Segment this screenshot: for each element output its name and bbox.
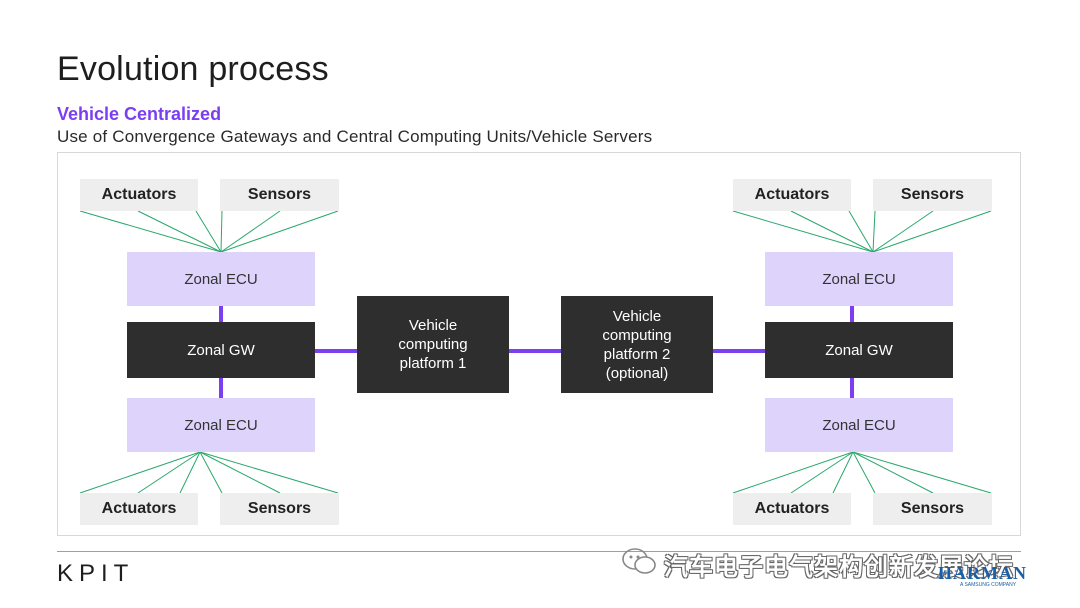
left-zonal-ecu-top: Zonal ECU — [127, 252, 315, 306]
right-top-wires — [732, 210, 992, 253]
left-zonal-gw: Zonal GW — [127, 322, 315, 378]
left-zonal-ecu-bottom: Zonal ECU — [127, 398, 315, 452]
left-bottom-wires — [79, 451, 339, 494]
network-links — [219, 306, 854, 398]
section-subtitle: Vehicle Centralized — [57, 104, 222, 124]
left-top-actuators: Actuators — [80, 179, 198, 211]
left-bottom-actuators: Actuators — [80, 493, 198, 525]
right-top-actuators: Actuators — [733, 179, 851, 211]
left-top-sensors: Sensors — [220, 179, 339, 211]
right-zonal-ecu-bottom: Zonal ECU — [765, 398, 953, 452]
right-bottom-sensors: Sensors — [873, 493, 992, 525]
harman-logo-subtitle: A SAMSUNG COMPANY — [960, 582, 1017, 588]
right-zonal-ecu-top: Zonal ECU — [765, 252, 953, 306]
right-bottom-wires — [732, 451, 992, 494]
right-top-sensors: Sensors — [873, 179, 992, 211]
right-bottom-actuators: Actuators — [733, 493, 851, 525]
kpit-logo: KPIT — [57, 560, 135, 587]
diagram-frame — [57, 152, 1021, 536]
vehicle-computing-platform-1: Vehicle computing platform 1 — [357, 296, 509, 393]
section-description: Use of Convergence Gateways and Central … — [57, 127, 653, 146]
harman-logo: HARMAN — [938, 563, 1027, 583]
watermark-text: 汽车电子电气架构创新发展论坛 — [664, 554, 1014, 581]
right-zonal-gw: Zonal GW — [765, 322, 953, 378]
left-top-wires — [79, 210, 339, 253]
vehicle-computing-platform-2: Vehicle computing platform 2 (optional) — [561, 296, 713, 393]
footer-divider — [57, 551, 1021, 552]
page-title: Evolution process — [57, 50, 329, 88]
left-bottom-sensors: Sensors — [220, 493, 339, 525]
wechat-icon — [622, 548, 656, 574]
